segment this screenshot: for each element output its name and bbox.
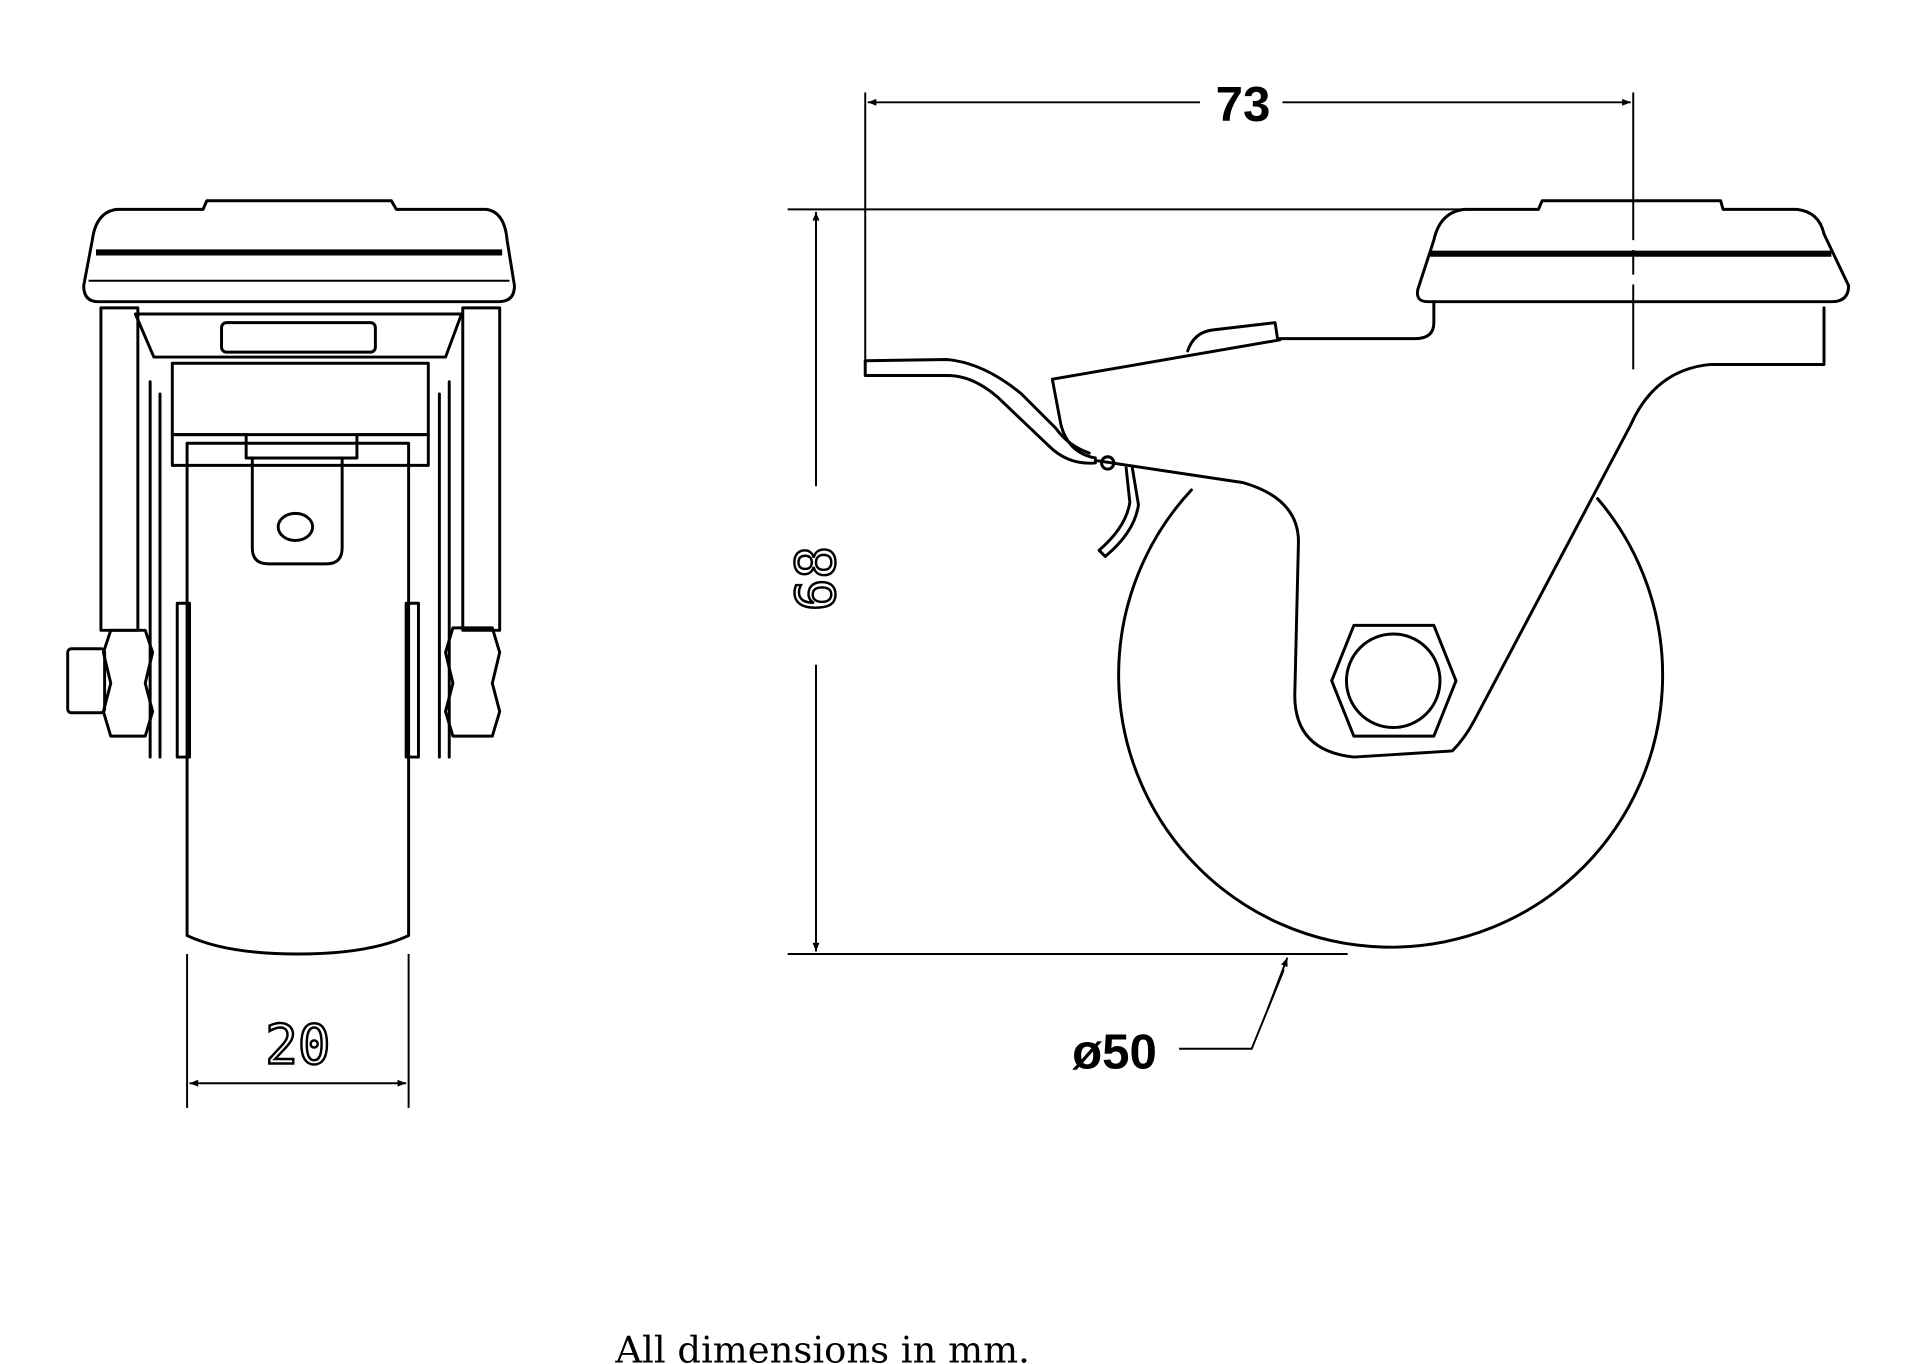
wheel-front — [185, 441, 411, 956]
top-plate-side — [1415, 199, 1851, 304]
plate-body — [1278, 300, 1436, 341]
brake-bracket — [170, 433, 430, 467]
dim-wheel-diameter: ø50 — [1072, 1024, 1157, 1079]
dim-plate-offset: 73 — [1216, 77, 1271, 132]
fork-side — [1093, 306, 1826, 759]
fork-bridge — [133, 312, 464, 359]
brake-arm — [1050, 338, 1282, 460]
wheel-hub-right — [404, 601, 420, 759]
kingpin-cap — [220, 321, 377, 354]
fork-left-side — [99, 306, 140, 632]
brake-pedal-bottom — [863, 359, 1097, 465]
axle-nut-left — [101, 628, 155, 738]
brake-pivot — [276, 511, 315, 542]
axle-hex-nut — [1330, 623, 1458, 738]
dim-wheel-width: 20 — [265, 1014, 330, 1077]
axle-bolt-stub — [66, 647, 107, 715]
top-plate-front — [82, 199, 516, 304]
brake-spring — [1097, 466, 1140, 558]
wheel-hub-left — [175, 601, 192, 759]
side-view: 73 68 ø50 — [783, 77, 1851, 1079]
axle-nut-right — [444, 626, 502, 738]
brake-lever-tab — [1186, 321, 1280, 353]
brake-pivot-side — [1100, 455, 1116, 471]
caption: All dimensions in mm. — [614, 1329, 1029, 1364]
fork-inner-legs — [148, 380, 451, 759]
axle-bolt — [1344, 632, 1442, 730]
brake-pedal-top — [863, 358, 1091, 455]
dim-overall-height: 68 — [784, 546, 847, 611]
dim-50-arrow — [1266, 957, 1289, 1010]
fork-right-side — [461, 306, 502, 632]
wheel-side — [1117, 488, 1665, 949]
front-view: 20 — [66, 199, 516, 1108]
brake-housing — [170, 361, 430, 437]
brake-lever-front — [250, 456, 344, 566]
